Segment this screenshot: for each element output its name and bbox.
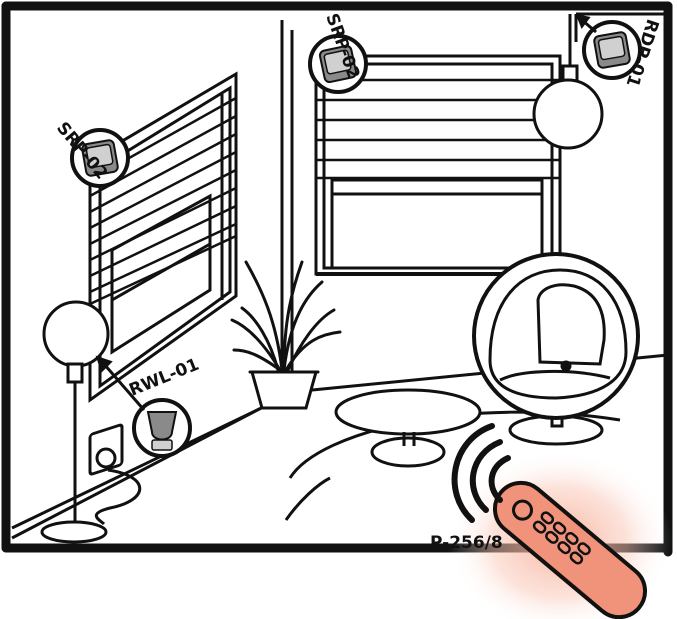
left-window (90, 74, 236, 400)
arrow-icon (578, 16, 596, 32)
potted-plant (232, 262, 340, 408)
remote-label: P-256/8 (430, 533, 503, 553)
ball-chair (474, 254, 638, 444)
floor-lamp (42, 302, 108, 542)
